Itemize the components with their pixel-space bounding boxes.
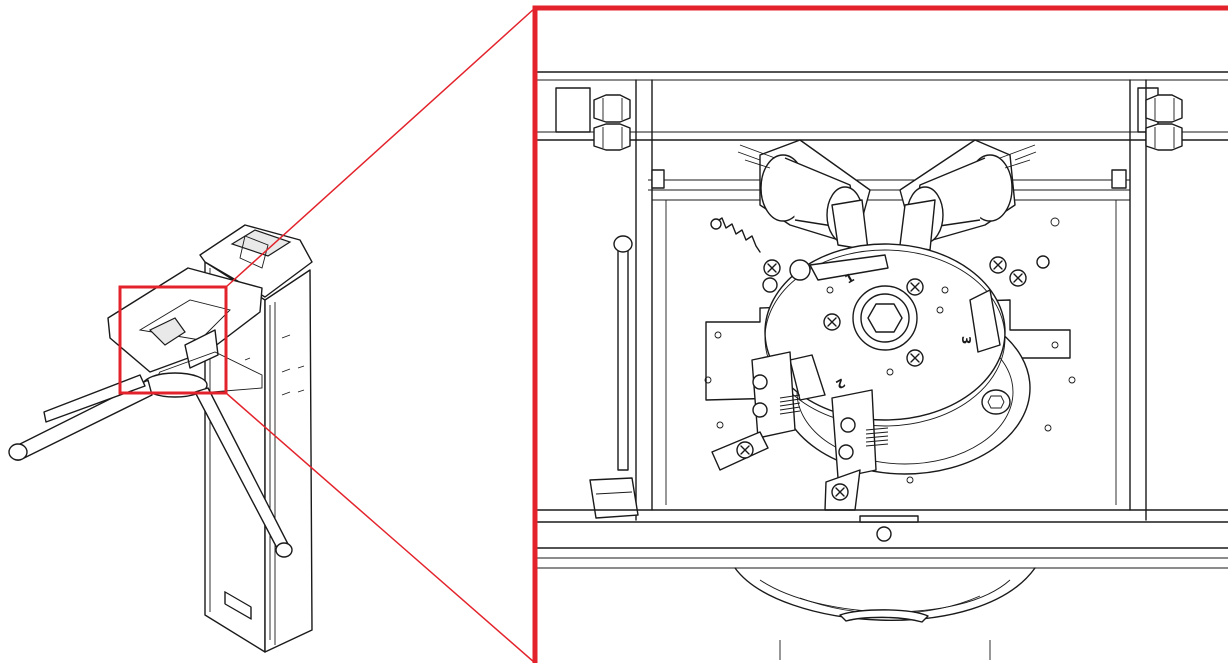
return-spring <box>710 217 761 253</box>
foot-block <box>589 477 639 519</box>
guide-rod <box>617 239 629 471</box>
base-screws <box>704 217 1076 486</box>
hex-socket <box>867 303 903 333</box>
cabinet-side-face <box>264 269 313 653</box>
cabinet-nameplate <box>224 591 252 620</box>
sensor-bracket-right <box>824 389 889 511</box>
rotor-screws <box>823 278 949 376</box>
connector-line-top <box>225 7 536 288</box>
sensor-bracket-left <box>711 351 801 471</box>
detail-locator-box <box>118 285 228 395</box>
detail-view: 1 2 3 <box>535 71 1228 660</box>
nut-top-left <box>593 94 631 151</box>
nut-top-right <box>1145 94 1183 151</box>
solenoid-left <box>737 139 871 251</box>
connector-line-bottom <box>225 392 536 663</box>
rotor-mark-3: 3 <box>959 336 973 344</box>
solenoid-right <box>899 139 1037 251</box>
rail-hole <box>876 526 892 542</box>
mechanism-housing <box>107 267 263 373</box>
turnstile-overview <box>8 224 313 653</box>
detail-frame <box>532 5 1228 663</box>
